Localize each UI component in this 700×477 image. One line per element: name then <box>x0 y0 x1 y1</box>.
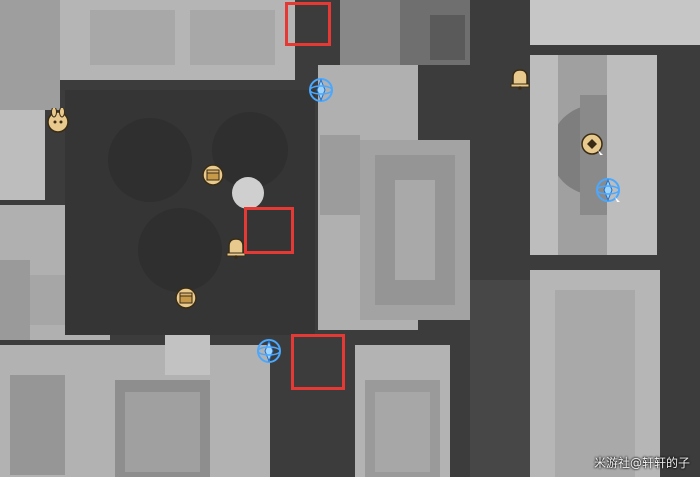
bell-icon[interactable] <box>507 65 533 91</box>
building-north <box>400 0 470 65</box>
treasure-icon[interactable] <box>173 285 199 311</box>
highlight-box-middle <box>244 207 294 254</box>
building-south-center <box>355 345 450 477</box>
building-central <box>318 0 470 330</box>
treasure-icon[interactable] <box>200 162 226 188</box>
space-anchor-icon[interactable] <box>308 77 334 103</box>
highlight-box-top <box>285 2 331 46</box>
space-anchor-icon[interactable] <box>595 177 621 203</box>
highlight-box-bottom <box>291 334 345 390</box>
road-east <box>470 280 530 477</box>
watermark-text: 米游社@轩轩的子 <box>593 456 690 470</box>
rabbit-npc-icon[interactable] <box>45 108 71 134</box>
puzzle-icon[interactable] <box>579 131 605 157</box>
building-east <box>530 0 700 477</box>
building-north-west <box>0 0 295 200</box>
space-anchor-icon[interactable] <box>256 338 282 364</box>
building-south-west <box>0 335 270 477</box>
bell-icon[interactable] <box>223 234 249 260</box>
